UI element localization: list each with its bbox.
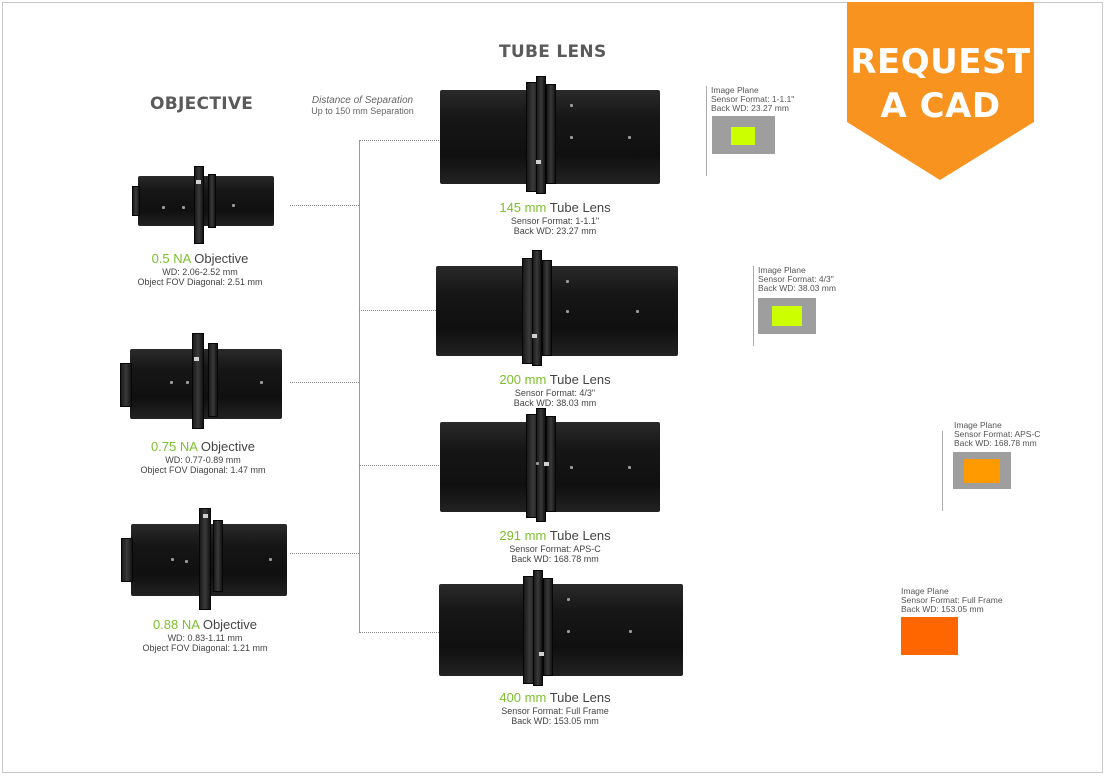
objective-3-fov: Object FOV Diagonal: 1.21 mm [142, 643, 268, 653]
plane-1-bwd: Back WD: 23.27 mm [711, 103, 789, 113]
plane-2-title: Image Plane [758, 265, 806, 275]
plane-3-title: Image Plane [954, 420, 1002, 430]
tube-3-suffix: Tube Lens [546, 528, 611, 543]
plane-3-sensor: Sensor Format: APS-C [954, 429, 1041, 439]
objective-2-fov: Object FOV Diagonal: 1.47 mm [140, 465, 266, 475]
tube-lens-heading: TUBE LENS [499, 42, 607, 62]
plane-3-bwd: Back WD: 168.78 mm [954, 438, 1037, 448]
cad-banner-shape [847, 2, 1034, 180]
tube-2-bwd: Back WD: 38.03 mm [513, 398, 597, 408]
objective-3-wd: WD: 0.83-1.11 mm [167, 633, 243, 643]
tube-3-bwd: Back WD: 168.78 mm [511, 554, 599, 564]
separation-note: Distance of Separation Up to 150 mm Sepa… [300, 95, 425, 117]
tube-1-bwd: Back WD: 23.27 mm [513, 226, 597, 236]
sensor-4-3 [772, 306, 802, 326]
sensor-full-frame [901, 617, 958, 655]
request-cad-button[interactable]: REQUEST A CAD [847, 2, 1034, 180]
objective-1-na: 0.5 NA [151, 251, 191, 266]
connector-tube-2 [359, 310, 436, 311]
tube-caption-1: 145 mm Tube Lens Sensor Format: 1-1.1" B… [460, 200, 650, 236]
objective-caption-3: 0.88 NA Objective WD: 0.83-1.11 mm Objec… [115, 617, 295, 653]
tube-caption-2: 200 mm Tube Lens Sensor Format: 4/3" Bac… [460, 372, 650, 408]
tube-2-sensor: Sensor Format: 4/3" [514, 388, 596, 398]
separation-subtitle: Up to 150 mm Separation [311, 106, 414, 116]
plane-2-sensor: Sensor Format: 4/3" [758, 274, 834, 284]
cad-label-line2: A CAD [880, 86, 1001, 126]
tube-2-suffix: Tube Lens [546, 372, 611, 387]
tube-2-focal: 200 mm [499, 372, 547, 387]
tube-4-suffix: Tube Lens [546, 690, 611, 705]
objective-2-wd: WD: 0.77-0.89 mm [165, 455, 241, 465]
tube-caption-3: 291 mm Tube Lens Sensor Format: APS-C Ba… [460, 528, 650, 564]
objective-heading: OBJECTIVE [150, 94, 254, 114]
connector-tube-4 [359, 632, 439, 633]
tube-4-sensor: Sensor Format: Full Frame [501, 706, 609, 716]
separation-title: Distance of Separation [311, 95, 414, 106]
objective-1-wd: WD: 2.06-2.52 mm [162, 267, 238, 277]
objective-1-suffix: Objective [190, 251, 249, 266]
objective-1-fov: Object FOV Diagonal: 2.51 mm [137, 277, 263, 287]
tube-1-suffix: Tube Lens [546, 200, 611, 215]
tube-4-bwd: Back WD: 153.05 mm [511, 716, 599, 726]
connector-objective-2 [290, 382, 359, 383]
connector-objective-3 [290, 553, 359, 554]
objective-2-na: 0.75 NA [150, 439, 198, 454]
plane-4-title: Image Plane [901, 586, 949, 596]
connector-objective-1 [290, 205, 359, 206]
plane-2-bwd: Back WD: 38.03 mm [758, 283, 836, 293]
sensor-1-1-1 [731, 127, 755, 145]
tube-4-focal: 400 mm [499, 690, 547, 705]
sensor-aps-c [964, 459, 1000, 483]
objective-2-suffix: Objective [197, 439, 256, 454]
plane-4-sensor: Sensor Format: Full Frame [901, 595, 1003, 605]
objective-3-suffix: Objective [199, 617, 258, 632]
objective-caption-2: 0.75 NA Objective WD: 0.77-0.89 mm Objec… [113, 439, 293, 475]
plane-1-title: Image Plane [711, 85, 759, 95]
plane-4-bwd: Back WD: 153.05 mm [901, 604, 984, 614]
tube-caption-4: 400 mm Tube Lens Sensor Format: Full Fra… [460, 690, 650, 726]
plane-1-sensor: Sensor Format: 1-1.1" [711, 94, 795, 104]
tube-1-sensor: Sensor Format: 1-1.1" [510, 216, 600, 226]
connector-tube-1 [359, 140, 439, 141]
objective-3-na: 0.88 NA [152, 617, 200, 632]
cad-label-line1: REQUEST [850, 42, 1031, 82]
tube-1-focal: 145 mm [499, 200, 547, 215]
objective-caption-1: 0.5 NA Objective WD: 2.06-2.52 mm Object… [110, 251, 290, 287]
tube-3-sensor: Sensor Format: APS-C [509, 544, 601, 554]
connector-tube-3 [359, 465, 439, 466]
tube-3-focal: 291 mm [499, 528, 547, 543]
connector-vertical [359, 140, 360, 633]
